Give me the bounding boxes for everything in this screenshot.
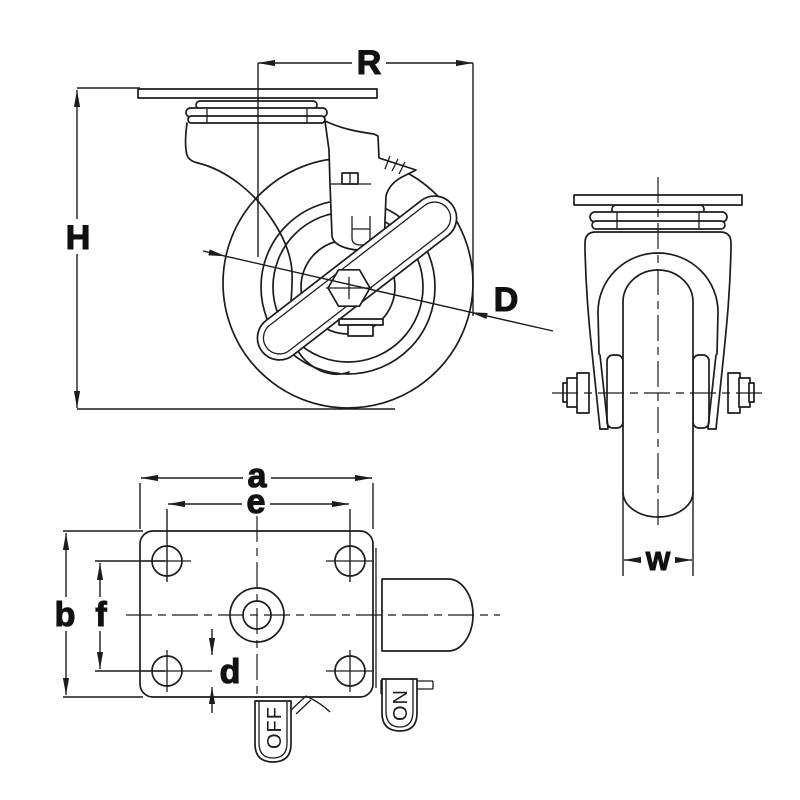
pedal-on-outline bbox=[381, 678, 418, 732]
pedal-on-label: ON bbox=[390, 689, 412, 721]
dimension-f: f bbox=[95, 560, 165, 672]
brake-shoe-lip bbox=[338, 318, 384, 326]
dimension-d: d bbox=[208, 629, 241, 713]
dimension-D: D bbox=[202, 249, 554, 332]
adjuster-serrations bbox=[384, 155, 406, 175]
dimension-H: H bbox=[65, 87, 395, 410]
dimension-R: R bbox=[258, 43, 474, 316]
dim-D-shaft bbox=[225, 255, 471, 313]
label-W: W bbox=[646, 546, 671, 576]
label-D: D bbox=[494, 281, 519, 319]
hub-flange-left bbox=[606, 354, 624, 429]
dimension-a: a bbox=[139, 456, 374, 529]
dim-e-extensions bbox=[166, 509, 351, 582]
fork-arch bbox=[597, 252, 719, 355]
label-R: R bbox=[357, 44, 382, 82]
dimension-W: W bbox=[622, 492, 694, 577]
fork-leg-inner-edges bbox=[599, 354, 717, 429]
brake-pedal-on: ON bbox=[380, 678, 434, 732]
pedal-on-bracket bbox=[380, 680, 434, 694]
raceway-ticks-front bbox=[616, 212, 700, 229]
hub-flange-right bbox=[692, 354, 710, 429]
dim-D-tail-right bbox=[470, 311, 554, 332]
pedal-linkage-hatch bbox=[290, 695, 331, 715]
label-e: e bbox=[247, 483, 266, 521]
label-f: f bbox=[95, 596, 107, 634]
dim-f-extensions bbox=[95, 560, 165, 672]
dim-D-tail-left bbox=[202, 249, 226, 257]
front-view: W bbox=[552, 177, 764, 577]
raceway-ticks bbox=[206, 109, 308, 123]
dimension-b: b bbox=[54, 530, 143, 698]
plan-view: OFF ON a e bbox=[54, 456, 500, 763]
pedal-off-label: OFF bbox=[264, 706, 286, 749]
side-view: R H D bbox=[65, 43, 554, 410]
pedal-on-inner-line bbox=[385, 679, 414, 728]
label-a: a bbox=[248, 457, 268, 495]
label-b: b bbox=[55, 596, 76, 634]
brake-housing bbox=[324, 120, 417, 251]
dimension-e: e bbox=[166, 482, 351, 582]
brake-pedal-off: OFF bbox=[254, 695, 331, 763]
label-d: d bbox=[220, 653, 241, 691]
dim-b-extensions bbox=[63, 530, 143, 698]
raceway-band-lower bbox=[187, 115, 326, 124]
fork-leg-profile bbox=[184, 122, 350, 375]
brake-shoe-block bbox=[347, 324, 374, 337]
pedal-off-outline bbox=[254, 700, 292, 763]
label-H: H bbox=[66, 219, 91, 257]
dim-a-extensions bbox=[139, 483, 374, 529]
pedal-off-inner-line bbox=[258, 701, 288, 759]
